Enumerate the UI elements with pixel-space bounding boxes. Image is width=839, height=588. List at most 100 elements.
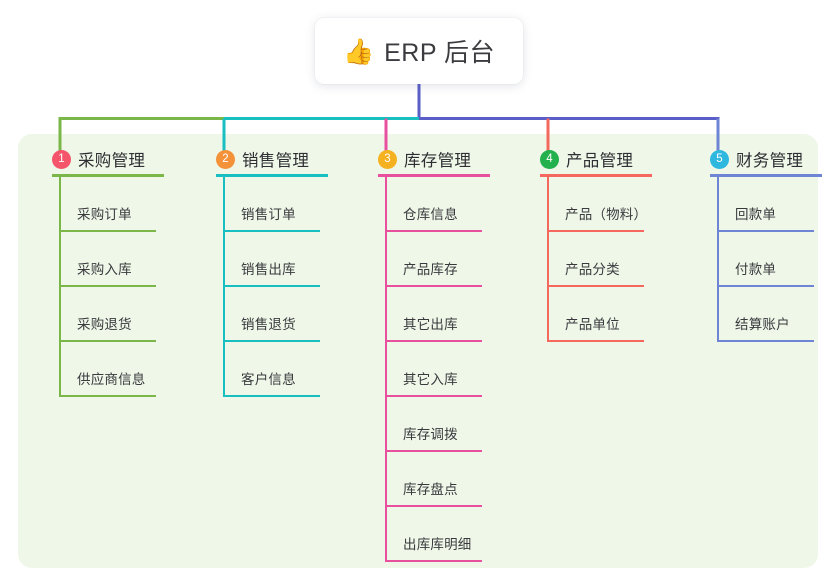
- leaf-item[interactable]: 产品（物料）: [520, 177, 680, 232]
- leaf-label: 销售出库: [241, 262, 296, 277]
- column-items: 采购订单采购入库采购退货供应商信息: [32, 177, 192, 397]
- leaf-item[interactable]: 采购退货: [32, 287, 192, 342]
- column-header-4[interactable]: 4 产品管理: [520, 144, 680, 174]
- leaf-item[interactable]: 销售退货: [196, 287, 356, 342]
- column-underline: [710, 174, 822, 177]
- leaf-underline: [718, 285, 814, 287]
- leaf-item[interactable]: 产品单位: [520, 287, 680, 342]
- root-node-card[interactable]: 👍 ERP 后台: [315, 18, 523, 84]
- leaf-item[interactable]: 销售出库: [196, 232, 356, 287]
- leaf-item[interactable]: 仓库信息: [358, 177, 518, 232]
- root-node-title: ERP 后台: [384, 39, 496, 67]
- leaf-item[interactable]: 付款单: [690, 232, 839, 287]
- leaf-underline: [386, 450, 482, 452]
- leaf-label: 库存盘点: [403, 482, 458, 497]
- column-underline: [540, 174, 652, 177]
- leaf-underline: [548, 340, 644, 342]
- leaf-underline: [548, 285, 644, 287]
- leaf-item[interactable]: 采购入库: [32, 232, 192, 287]
- leaf-label: 采购订单: [77, 207, 132, 222]
- leaf-label: 产品库存: [403, 262, 458, 277]
- leaf-underline: [224, 285, 320, 287]
- leaf-item[interactable]: 客户信息: [196, 342, 356, 397]
- column-underline: [378, 174, 490, 177]
- column-spine: [717, 177, 719, 342]
- leaf-label: 供应商信息: [77, 372, 146, 387]
- leaf-item[interactable]: 产品分类: [520, 232, 680, 287]
- leaf-item[interactable]: 回款单: [690, 177, 839, 232]
- leaf-item[interactable]: 库存调拨: [358, 397, 518, 452]
- leaf-underline: [224, 230, 320, 232]
- leaf-label: 付款单: [735, 262, 777, 277]
- column-2: 2 销售管理销售订单销售出库销售退货客户信息: [196, 144, 356, 397]
- thumbs-up-icon: 👍: [342, 37, 375, 66]
- column-items: 产品（物料） 产品分类产品单位: [520, 177, 680, 342]
- leaf-underline: [60, 230, 156, 232]
- leaf-underline: [60, 285, 156, 287]
- leaf-item[interactable]: 销售订单: [196, 177, 356, 232]
- leaf-label: 采购入库: [77, 262, 132, 277]
- leaf-label: 销售订单: [241, 207, 296, 222]
- leaf-label: 其它出库: [403, 317, 458, 332]
- leaf-item[interactable]: 结算账户: [690, 287, 839, 342]
- column-title: 采购管理: [78, 152, 146, 170]
- leaf-underline: [224, 340, 320, 342]
- leaf-underline: [386, 505, 482, 507]
- leaf-label: 产品分类: [565, 262, 620, 277]
- diagram-panel: [18, 134, 818, 568]
- leaf-item[interactable]: 采购订单: [32, 177, 192, 232]
- leaf-label: 库存调拨: [403, 427, 458, 442]
- column-underline: [52, 174, 164, 177]
- leaf-underline: [386, 230, 482, 232]
- leaf-label: 采购退货: [77, 317, 132, 332]
- leaf-underline: [386, 395, 482, 397]
- leaf-underline: [60, 395, 156, 397]
- leaf-label: 产品（物料）: [565, 207, 648, 222]
- column-5: 5 财务管理回款单付款单结算账户: [690, 144, 839, 342]
- leaf-item[interactable]: 其它入库: [358, 342, 518, 397]
- column-badge-4: 4: [540, 149, 559, 169]
- column-items: 回款单付款单结算账户: [690, 177, 839, 342]
- column-title: 销售管理: [242, 152, 310, 170]
- leaf-item[interactable]: 供应商信息: [32, 342, 192, 397]
- leaf-label: 产品单位: [565, 317, 620, 332]
- column-header-2[interactable]: 2 销售管理: [196, 144, 356, 174]
- leaf-underline: [60, 340, 156, 342]
- column-badge-5: 5: [710, 149, 729, 169]
- column-header-5[interactable]: 5 财务管理: [690, 144, 839, 174]
- leaf-underline: [548, 230, 644, 232]
- column-header-1[interactable]: 1 采购管理: [32, 144, 192, 174]
- column-items: 仓库信息产品库存其它出库其它入库库存调拨库存盘点出库库明细: [358, 177, 518, 562]
- leaf-underline: [718, 340, 814, 342]
- leaf-label: 出库库明细: [403, 537, 472, 552]
- column-badge-1: 1: [52, 149, 71, 169]
- column-title: 产品管理: [566, 152, 634, 170]
- column-1: 1 采购管理采购订单采购入库采购退货供应商信息: [32, 144, 192, 397]
- leaf-item[interactable]: 出库库明细: [358, 507, 518, 562]
- column-underline: [216, 174, 328, 177]
- leaf-label: 销售退货: [241, 317, 296, 332]
- leaf-label: 回款单: [735, 207, 777, 222]
- leaf-underline: [386, 560, 482, 562]
- column-spine: [59, 177, 61, 397]
- leaf-item[interactable]: 库存盘点: [358, 452, 518, 507]
- leaf-label: 客户信息: [241, 372, 296, 387]
- leaf-label: 结算账户: [735, 317, 790, 332]
- column-spine: [385, 177, 387, 562]
- column-badge-2: 2: [216, 149, 235, 169]
- leaf-underline: [224, 395, 320, 397]
- leaf-item[interactable]: 其它出库: [358, 287, 518, 342]
- column-title: 财务管理: [736, 152, 804, 170]
- column-spine: [223, 177, 225, 397]
- column-spine: [547, 177, 549, 342]
- column-items: 销售订单销售出库销售退货客户信息: [196, 177, 356, 397]
- leaf-item[interactable]: 产品库存: [358, 232, 518, 287]
- column-badge-3: 3: [378, 149, 397, 169]
- leaf-label: 其它入库: [403, 372, 458, 387]
- column-4: 4 产品管理产品（物料） 产品分类产品单位: [520, 144, 680, 342]
- leaf-underline: [386, 285, 482, 287]
